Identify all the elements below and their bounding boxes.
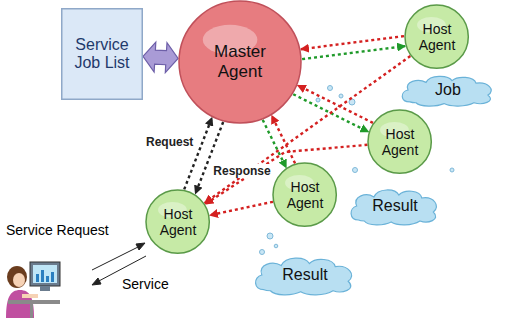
message-arrow [302,46,405,59]
edge-label: Response [211,164,272,178]
node-text: Host Agent [414,21,459,53]
edge-label: Request [144,135,195,149]
node-text: Result [372,197,417,215]
list-shape [62,9,143,100]
result-cloud: Result [251,254,359,296]
flow-label: Service [122,276,169,292]
user-icon [6,262,60,318]
flow-label: Service Request [6,222,109,238]
node-text: Host Agent [377,126,422,158]
arrow-head [92,278,101,285]
circle-shape [405,5,468,68]
circle-shape [179,1,301,123]
bubble [316,98,320,102]
result-cloud: Result [347,186,443,226]
node-text: Result [282,266,327,284]
message-arrow [210,202,273,215]
bubble [274,244,278,248]
cloud-shape [402,76,491,106]
bubble [260,250,265,255]
bubble [328,86,333,91]
node-text: Master Agent [196,42,285,81]
message-arrow [301,36,404,49]
node-text: Host Agent [155,206,200,238]
bubble [450,168,454,172]
job-cloud: Job [398,73,498,107]
circle-shape [146,190,209,253]
bubble [353,168,358,173]
service-job-list-box: Service Job List [61,8,143,100]
double-arrow [143,42,178,73]
message-arrow [184,118,212,190]
host-agent-circle: Host Agent [404,4,469,69]
host-agent-circle: Host Agent [145,189,210,254]
arrow-head [136,243,145,250]
master-agent-circle: Master Agent [178,0,302,124]
bubble [339,94,343,98]
service-request-arrow [92,246,140,270]
message-arrow [298,85,373,123]
circle-shape [273,163,336,226]
message-arrow [195,122,223,194]
message-arrow [263,120,287,168]
circle-shape [368,110,431,173]
node-text: Host Agent [282,179,327,211]
bubble [267,233,273,239]
host-agent-circle: Host Agent [272,162,337,227]
node-text: Service Job List [69,36,135,73]
cloud-shape [351,190,436,225]
node-text: Job [435,81,461,99]
host-agent-circle: Host Agent [367,109,432,174]
cloud-shape [256,258,352,295]
